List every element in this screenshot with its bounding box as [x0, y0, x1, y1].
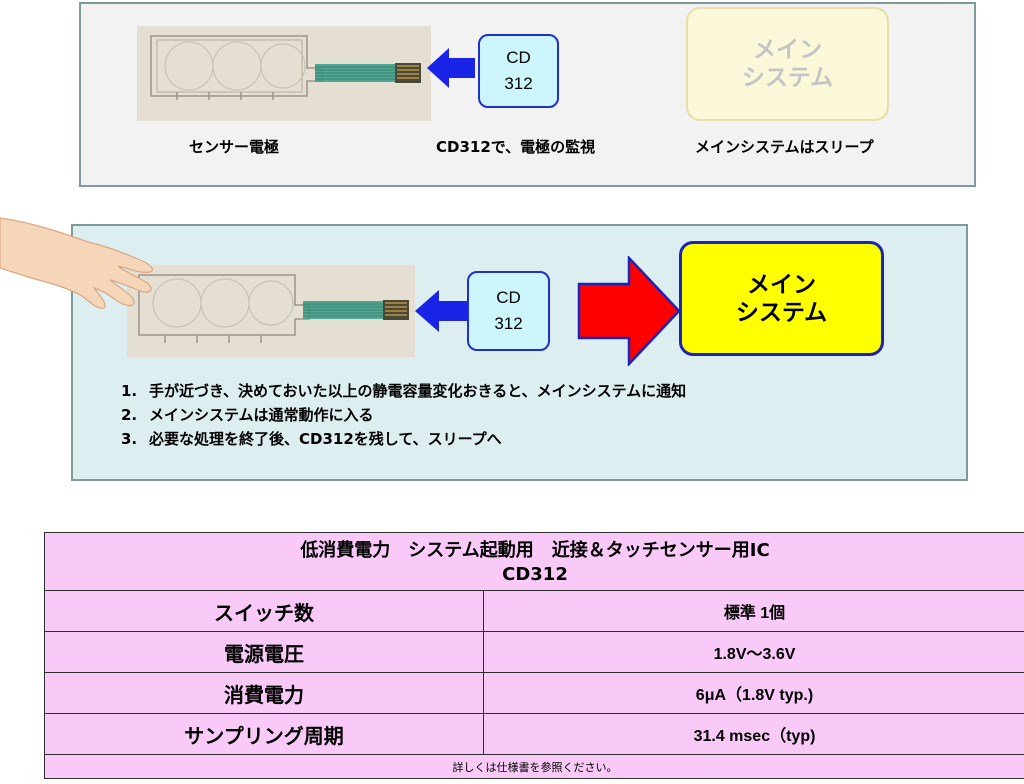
table-title-cell: 低消費電力 システム起動用 近接＆タッチセンサー用IC CD312 — [44, 532, 1024, 591]
row-label: 消費電力 — [44, 672, 484, 714]
cd-box-line2: 312 — [494, 314, 523, 333]
main-system-active-box: メイン システム — [679, 241, 884, 356]
table-row: スイッチ数 標準 1個 — [44, 590, 1024, 632]
table-footer-note: 詳しくは仕様書を参照ください。 — [44, 754, 1024, 779]
caption-main-sleep: メインシステムはスリープ — [695, 138, 874, 156]
step-number: 1. — [121, 382, 138, 400]
cd312-chip-box: CD 312 — [478, 34, 559, 108]
step-item: 3. 必要な処理を終了後、CD312を残して、スリープへ — [121, 427, 686, 451]
table-row: 電源電圧 1.8V～3.6V — [44, 631, 1024, 673]
main-box-line2: システム — [741, 65, 834, 91]
table-title: 低消費電力 システム起動用 近接＆タッチセンサー用IC — [300, 540, 770, 561]
step-number: 2. — [121, 406, 138, 424]
spec-table: 低消費電力 システム起動用 近接＆タッチセンサー用IC CD312 スイッチ数 … — [44, 532, 1024, 779]
step-text: メインシステムは通常動作に入る — [149, 406, 374, 424]
table-footer-row: 詳しくは仕様書を参照ください。 — [44, 754, 1024, 779]
blue-arrow-icon — [427, 48, 475, 88]
table-row: サンプリング周期 31.4 msec（typ) — [44, 713, 1024, 755]
step-item: 2. メインシステムは通常動作に入る — [121, 403, 686, 427]
wake-state-panel: CD 312 メイン システム 1. 手が近づき、決めておいた以上の静電容量変化… — [71, 224, 968, 481]
sensor-electrode-photo — [137, 26, 431, 121]
hand-illustration — [0, 217, 153, 309]
row-value: 6μA（1.8V typ.) — [483, 672, 1024, 714]
step-text: 必要な処理を終了後、CD312を残して、スリープへ — [149, 430, 502, 448]
row-value: 標準 1個 — [483, 590, 1024, 632]
row-value: 1.8V～3.6V — [483, 631, 1024, 673]
main-box-line2: システム — [735, 299, 828, 326]
table-header-row: 低消費電力 システム起動用 近接＆タッチセンサー用IC CD312 — [44, 532, 1024, 591]
sensor-electrode-photo — [127, 265, 415, 357]
cd-box-line1: CD — [506, 48, 531, 67]
cd312-chip-box: CD 312 — [467, 271, 550, 351]
process-steps-list: 1. 手が近づき、決めておいた以上の静電容量変化おきると、メインシステムに通知 … — [121, 379, 686, 451]
row-label: スイッチ数 — [44, 590, 484, 632]
red-arrow-icon — [577, 256, 681, 366]
main-box-line1: メイン — [747, 271, 816, 298]
caption-sensor-electrode: センサー電極 — [189, 138, 280, 156]
cd-box-line1: CD — [496, 288, 521, 307]
caption-cd312-monitoring: CD312で、電極の監視 — [436, 138, 596, 156]
cd-box-line2: 312 — [504, 74, 533, 93]
step-text: 手が近づき、決めておいた以上の静電容量変化おきると、メインシステムに通知 — [149, 382, 687, 400]
row-label: 電源電圧 — [44, 631, 484, 673]
blue-arrow-icon — [415, 290, 467, 332]
table-subtitle: CD312 — [502, 564, 568, 585]
step-number: 3. — [121, 430, 138, 448]
main-box-line1: メイン — [753, 37, 822, 63]
main-system-sleeping-box: メイン システム — [686, 7, 889, 121]
table-row: 消費電力 6μA（1.8V typ.) — [44, 672, 1024, 714]
row-value: 31.4 msec（typ) — [483, 713, 1024, 755]
step-item: 1. 手が近づき、決めておいた以上の静電容量変化おきると、メインシステムに通知 — [121, 379, 686, 403]
sleep-state-panel: CD 312 メイン システム センサー電極 CD312で、電極の監視 メインシ… — [79, 2, 976, 187]
row-label: サンプリング周期 — [44, 713, 484, 755]
